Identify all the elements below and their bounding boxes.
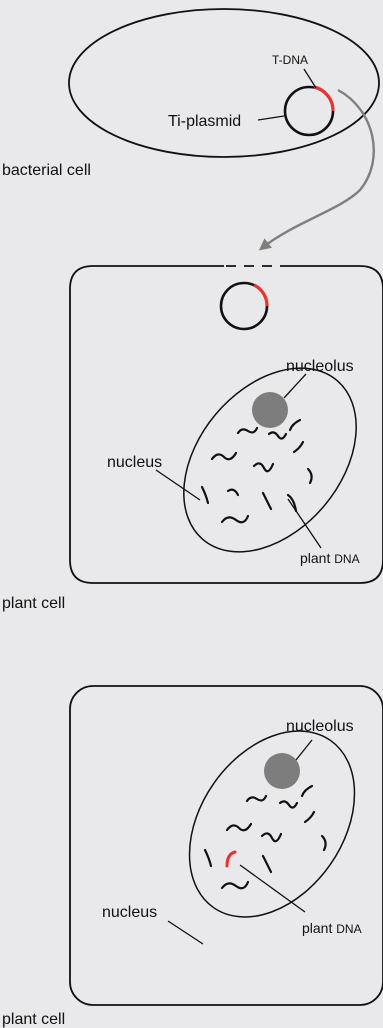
nucleus-1-label: nucleus xyxy=(107,454,162,471)
t-dna-segment xyxy=(314,87,333,111)
plant-dna-2-strands xyxy=(205,786,326,888)
integrated-t-dna xyxy=(227,852,235,866)
nucleolus-1-pointer xyxy=(284,374,306,398)
plant-dna-2-label-caps: DNA xyxy=(336,922,361,936)
plant-dna-2-label-main: plant xyxy=(302,920,336,936)
free-plasmid-t-dna xyxy=(254,285,267,306)
plant-dna-1-strands xyxy=(202,420,312,522)
plant-cell-panel-2: nucleolus nucleus plant DNA plant cell xyxy=(2,686,383,1028)
nucleolus-2 xyxy=(264,753,300,789)
plant-cell-1-wall xyxy=(70,266,383,583)
plant-dna-1-pointer xyxy=(288,499,321,548)
ti-plasmid xyxy=(285,87,333,135)
plant-dna-2-pointer xyxy=(240,865,305,912)
nucleus-1-pointer xyxy=(156,470,200,500)
bacterial-cell-outline xyxy=(69,9,379,157)
free-ti-plasmid xyxy=(221,283,267,329)
ti-plasmid-pointer xyxy=(258,116,284,120)
transfer-arrow xyxy=(262,90,374,248)
plant-cell-1-label: plant cell xyxy=(2,595,65,612)
plant-cell-2-label: plant cell xyxy=(2,1011,65,1028)
nucleus-2-label: nucleus xyxy=(102,904,157,921)
t-dna-pointer xyxy=(304,69,316,88)
bacterial-cell-panel: T-DNA Ti-plasmid bacterial cell xyxy=(2,9,379,179)
ti-plasmid-label: Ti-plasmid xyxy=(168,113,241,130)
plant-dna-1-label: plant DNA xyxy=(300,550,360,566)
nucleolus-2-label: nucleolus xyxy=(286,718,354,735)
nucleolus-1 xyxy=(252,392,288,428)
t-dna-label: T-DNA xyxy=(272,53,308,67)
nucleus-2-outline xyxy=(155,700,383,949)
nucleolus-2-pointer xyxy=(296,740,312,760)
plant-dna-1-label-main: plant xyxy=(300,550,334,566)
nucleolus-1-label: nucleolus xyxy=(286,358,354,375)
plant-dna-1-label-caps: DNA xyxy=(334,552,359,566)
plant-dna-2-label: plant DNA xyxy=(302,920,362,936)
plant-cell-panel-1: nucleolus nucleus plant DNA plant cell xyxy=(2,266,383,612)
bacterial-cell-label: bacterial cell xyxy=(2,162,91,179)
nucleus-2-pointer xyxy=(168,921,203,944)
